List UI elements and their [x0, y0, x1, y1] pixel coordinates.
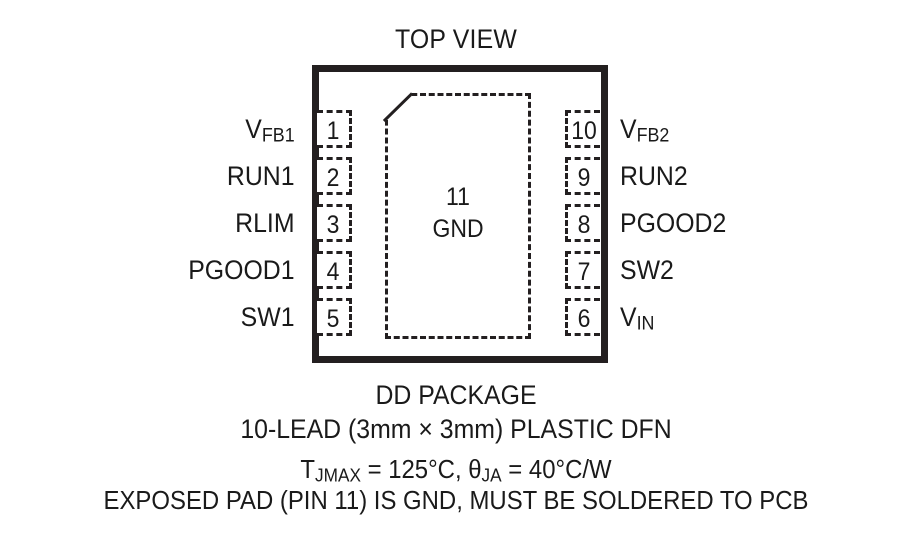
- pin-label-pgood1: PGOOD1: [189, 251, 295, 295]
- pin-number-1: 1: [326, 117, 340, 145]
- caption-package-description: 10-LEAD (3mm × 3mm) PLASTIC DFN: [240, 414, 672, 444]
- exposed-pad: 11 GND: [382, 90, 531, 339]
- pin-number-2: 2: [326, 164, 340, 192]
- pin-label-sw1-main: SW1: [241, 302, 295, 332]
- tjmax-symbol: T: [300, 454, 316, 484]
- pin-label-run2: RUN2: [620, 157, 688, 201]
- pin-box-10[interactable]: 10: [565, 110, 600, 148]
- pin-label-pgood1-main: PGOOD1: [188, 255, 295, 285]
- caption-package-name: DD PACKAGE: [375, 380, 537, 410]
- pin-label-sw2: SW2: [620, 251, 674, 295]
- pin-number-5: 5: [326, 305, 340, 333]
- pin-label-run1-main: RUN1: [227, 161, 295, 191]
- pin-label-rlim-main: RLIM: [235, 208, 295, 238]
- exposed-pad-chamfer-mask: [382, 90, 412, 120]
- pin-number-3: 3: [326, 211, 340, 239]
- pin-box-2[interactable]: 2: [317, 157, 352, 195]
- pin-number-7: 7: [577, 258, 591, 286]
- pin-label-vin: VIN: [620, 298, 654, 342]
- package-body-outline: [312, 65, 608, 363]
- pin-label-vin-main: V: [620, 302, 637, 332]
- pin-label-pgood2-main: PGOOD2: [620, 208, 727, 238]
- pin-box-3[interactable]: 3: [317, 204, 352, 242]
- pin-label-rlim: RLIM: [236, 204, 295, 248]
- pin-box-1[interactable]: 1: [317, 110, 352, 148]
- pin-label-vfb2-main: V: [620, 114, 637, 144]
- pin-box-6[interactable]: 6: [565, 298, 600, 336]
- pin-label-run2-main: RUN2: [620, 161, 688, 191]
- pin-number-6: 6: [577, 305, 591, 333]
- pin-label-vfb2: VFB2: [620, 110, 669, 154]
- tjmax-subscript: JMAX: [315, 464, 361, 486]
- pin-number-10: 10: [571, 117, 597, 145]
- caption-exposed-pad-note: EXPOSED PAD (PIN 11) IS GND, MUST BE SOL…: [103, 485, 809, 515]
- view-title: TOP VIEW: [394, 24, 518, 54]
- exposed-pad-chamfer-icon: [382, 92, 414, 123]
- exposed-pad-pin-number: 11: [446, 183, 470, 211]
- theta-ja-value: = 40°C/W: [501, 454, 612, 484]
- pin-label-vin-sub: IN: [636, 312, 655, 335]
- pin-box-5[interactable]: 5: [317, 298, 352, 336]
- exposed-pad-label: 11 GND: [391, 181, 525, 245]
- pin-box-4[interactable]: 4: [317, 251, 352, 289]
- pin-box-7[interactable]: 7: [565, 251, 600, 289]
- pin-label-vfb1-sub: FB1: [262, 124, 295, 147]
- pin-label-run1: RUN1: [227, 157, 295, 201]
- pin-number-8: 8: [577, 211, 591, 239]
- pin-label-sw1: SW1: [241, 298, 295, 342]
- tjmax-value: = 125°C,: [360, 454, 469, 484]
- pin-label-pgood2: PGOOD2: [620, 204, 726, 248]
- exposed-pad-pin-name: GND: [432, 215, 484, 243]
- pin-label-vfb2-sub: FB2: [636, 124, 670, 147]
- pin-label-vfb1-main: V: [245, 114, 263, 144]
- pin-number-9: 9: [577, 164, 591, 192]
- pin-number-4: 4: [326, 258, 340, 286]
- exposed-pad-dashed-border: [385, 93, 531, 339]
- theta-ja-subscript: JA: [481, 464, 502, 486]
- pin-label-sw2-main: SW2: [620, 255, 674, 285]
- caption-thermal-spec: TJMAX = 125°C, θJA = 40°C/W: [0, 454, 912, 486]
- pin-box-8[interactable]: 8: [565, 204, 600, 242]
- pin-box-9[interactable]: 9: [565, 157, 600, 195]
- pin-label-vfb1: VFB1: [246, 110, 295, 154]
- theta-ja-symbol: θ: [468, 454, 482, 484]
